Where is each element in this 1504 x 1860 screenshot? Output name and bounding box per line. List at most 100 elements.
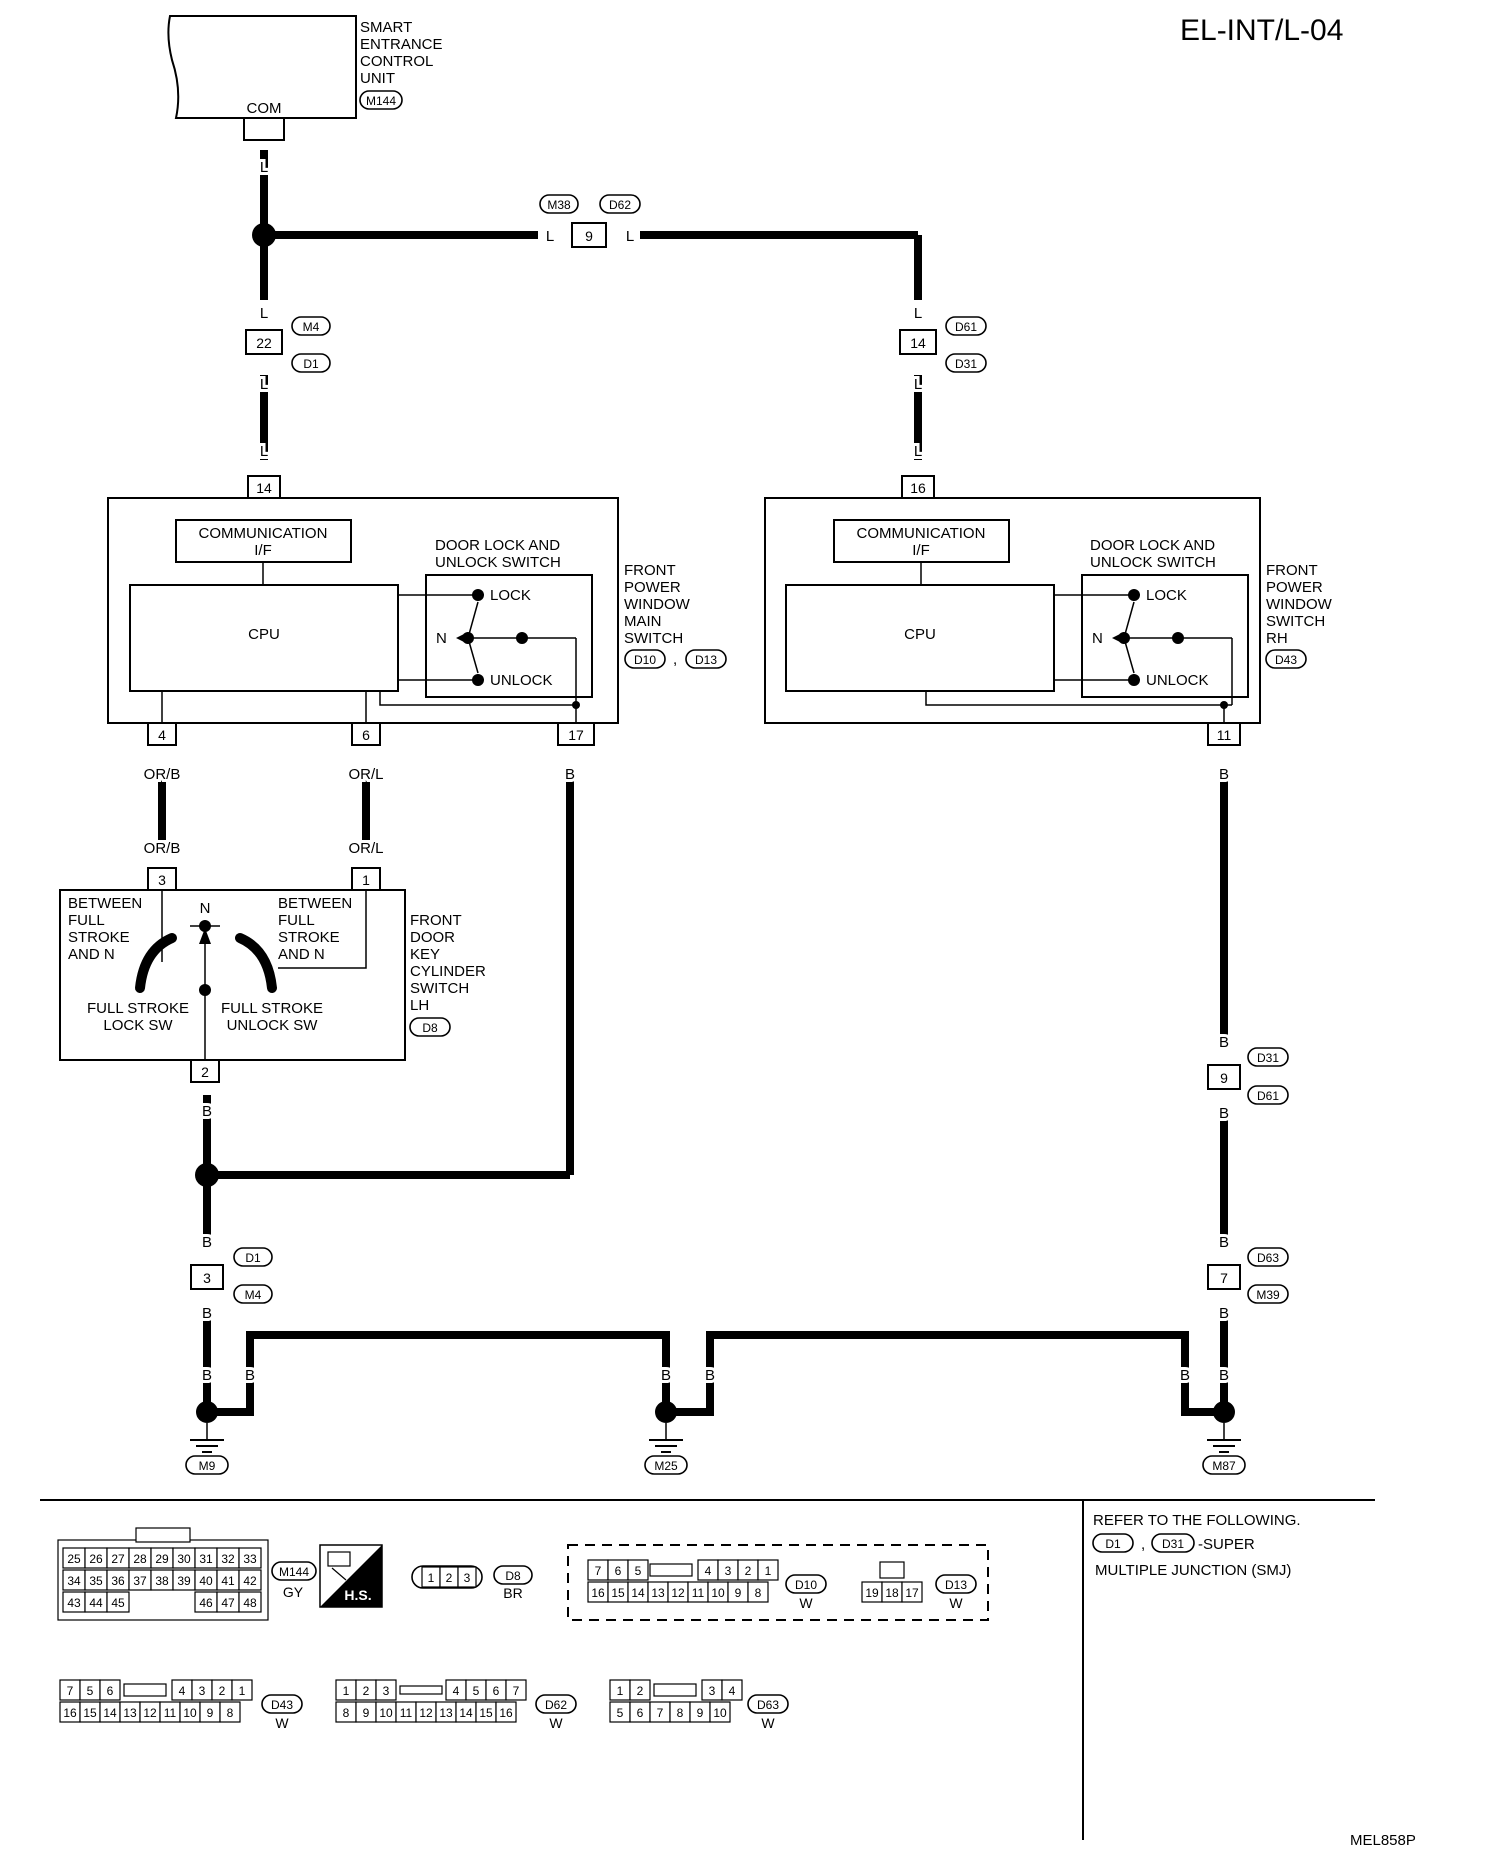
connector-pin bbox=[721, 1679, 743, 1701]
pin-label: BR bbox=[503, 1585, 522, 1601]
connector-id: D63 bbox=[1257, 1251, 1279, 1265]
connector-key bbox=[123, 1683, 167, 1697]
pin-label: 4 bbox=[705, 1564, 712, 1578]
pin-label: W bbox=[799, 1595, 813, 1611]
com-pin-name: COM bbox=[247, 100, 282, 117]
svg-text:STROKE: STROKE bbox=[278, 929, 340, 946]
svg-text:FULL: FULL bbox=[278, 912, 315, 929]
svg-text:BETWEEN: BETWEEN bbox=[278, 895, 352, 912]
front-door-key-cylinder-switch-lh: 3 1 BETWEEN FULL STROKE AND N BETWEEN FU… bbox=[59, 867, 486, 1083]
wire-label: L bbox=[260, 376, 268, 393]
pin-label: 12 bbox=[671, 1586, 685, 1600]
wire-label: L bbox=[546, 228, 554, 245]
pin-label: 16 bbox=[499, 1706, 513, 1720]
svg-text:BETWEEN: BETWEEN bbox=[68, 895, 142, 912]
pin-label: 1 bbox=[428, 1571, 435, 1585]
rh-switch-name: POWER bbox=[1266, 579, 1323, 596]
main-switch-name: FRONT bbox=[624, 562, 676, 579]
pin-label: 27 bbox=[111, 1552, 125, 1566]
pin-label: 2 bbox=[219, 1684, 226, 1698]
pin-label: 14 bbox=[459, 1706, 473, 1720]
pin-label: 40 bbox=[199, 1574, 213, 1588]
connector-pin bbox=[238, 1547, 262, 1569]
pin-label: 33 bbox=[243, 1552, 257, 1566]
pin-label: 25 bbox=[67, 1552, 81, 1566]
svg-text:DOOR: DOOR bbox=[410, 929, 455, 946]
cpu-label: CPU bbox=[248, 626, 280, 643]
connector-pin bbox=[709, 1701, 731, 1723]
wire-label: B bbox=[1219, 1305, 1229, 1322]
svg-text:,: , bbox=[1141, 1536, 1145, 1553]
pin-label: 18 bbox=[885, 1586, 899, 1600]
pin-label: 16 bbox=[63, 1706, 77, 1720]
wire-label: B bbox=[1219, 1105, 1229, 1122]
connector-pin bbox=[375, 1679, 397, 1701]
refer-note: REFER TO THE FOLLOWING. D1 , D31 -SUPER … bbox=[1092, 1512, 1301, 1579]
pin-label: 4 bbox=[179, 1684, 186, 1698]
pin-label: 5 bbox=[635, 1564, 642, 1578]
unit-name-l3: CONTROL bbox=[360, 53, 433, 70]
pin-label: 10 bbox=[711, 1586, 725, 1600]
svg-text:2: 2 bbox=[201, 1064, 209, 1080]
pin-label: 30 bbox=[177, 1552, 191, 1566]
pin-label: GY bbox=[283, 1584, 304, 1600]
pin-label: 11 bbox=[400, 1706, 413, 1720]
wire-label: B bbox=[705, 1367, 715, 1384]
connector-key bbox=[399, 1685, 443, 1695]
rh-switch-name: RH bbox=[1266, 630, 1288, 647]
main-switch-name: SWITCH bbox=[624, 630, 683, 647]
diagram-code: EL-INT/L-04 bbox=[1180, 14, 1343, 47]
pin-label: 17 bbox=[905, 1586, 919, 1600]
connector-id: M4 bbox=[303, 320, 320, 334]
svg-text:AND N: AND N bbox=[68, 946, 115, 963]
wire-label: B bbox=[1219, 766, 1229, 783]
main-switch-name: WINDOW bbox=[624, 596, 691, 613]
pin-label: 5 bbox=[87, 1684, 94, 1698]
connector-pin bbox=[629, 1679, 651, 1701]
pin-label: 2 bbox=[637, 1684, 644, 1698]
connector-key bbox=[879, 1561, 905, 1579]
pin-label: 32 bbox=[221, 1552, 235, 1566]
svg-text:LH: LH bbox=[410, 997, 429, 1014]
pin-label: 38 bbox=[155, 1574, 169, 1588]
pin-label: 14 bbox=[631, 1586, 645, 1600]
pin-label: 15 bbox=[83, 1706, 97, 1720]
pin-label: 6 bbox=[107, 1684, 114, 1698]
pin-label: D63 bbox=[757, 1698, 779, 1712]
pin-label: 26 bbox=[89, 1552, 103, 1566]
pin-label: 11 bbox=[164, 1706, 177, 1720]
wire-label: L bbox=[914, 376, 922, 393]
pin-label: 6 bbox=[615, 1564, 622, 1578]
ground-id: M25 bbox=[654, 1459, 678, 1473]
ground-m87: M87 bbox=[1202, 1401, 1246, 1475]
pin-label: D13 bbox=[945, 1578, 967, 1592]
pin-label: 6 bbox=[637, 1706, 644, 1720]
wire-label: B bbox=[202, 1234, 212, 1251]
pin-label: 2 bbox=[745, 1564, 752, 1578]
inline-connector-d31-d61: 9 D31 D61 bbox=[1207, 1047, 1289, 1105]
pin-label: 37 bbox=[133, 1574, 147, 1588]
inline-connector-d63-m39: 7 D63 M39 bbox=[1207, 1247, 1289, 1304]
svg-text:4: 4 bbox=[158, 727, 166, 743]
pin-label: 34 bbox=[67, 1574, 81, 1588]
unit-name-l1: SMART bbox=[360, 19, 412, 36]
pin-label: 31 bbox=[199, 1552, 213, 1566]
svg-text:16: 16 bbox=[910, 480, 926, 496]
connector-id-pill bbox=[935, 1574, 977, 1594]
wire-label: B bbox=[565, 766, 575, 783]
pin-label: 4 bbox=[729, 1684, 736, 1698]
pin-label: 1 bbox=[765, 1564, 772, 1578]
wire-label: B bbox=[1219, 1367, 1229, 1384]
wire-label: B bbox=[1180, 1367, 1190, 1384]
wire-label: B bbox=[202, 1367, 212, 1384]
ground-id: M9 bbox=[199, 1459, 216, 1473]
pin-label: 15 bbox=[479, 1706, 493, 1720]
connector-id-pill bbox=[785, 1574, 827, 1594]
svg-text:1: 1 bbox=[362, 872, 370, 888]
wire-label: B bbox=[661, 1367, 671, 1384]
pin-label: 29 bbox=[155, 1552, 169, 1566]
svg-text:17: 17 bbox=[568, 727, 584, 743]
ground-m25: M25 bbox=[644, 1401, 688, 1475]
